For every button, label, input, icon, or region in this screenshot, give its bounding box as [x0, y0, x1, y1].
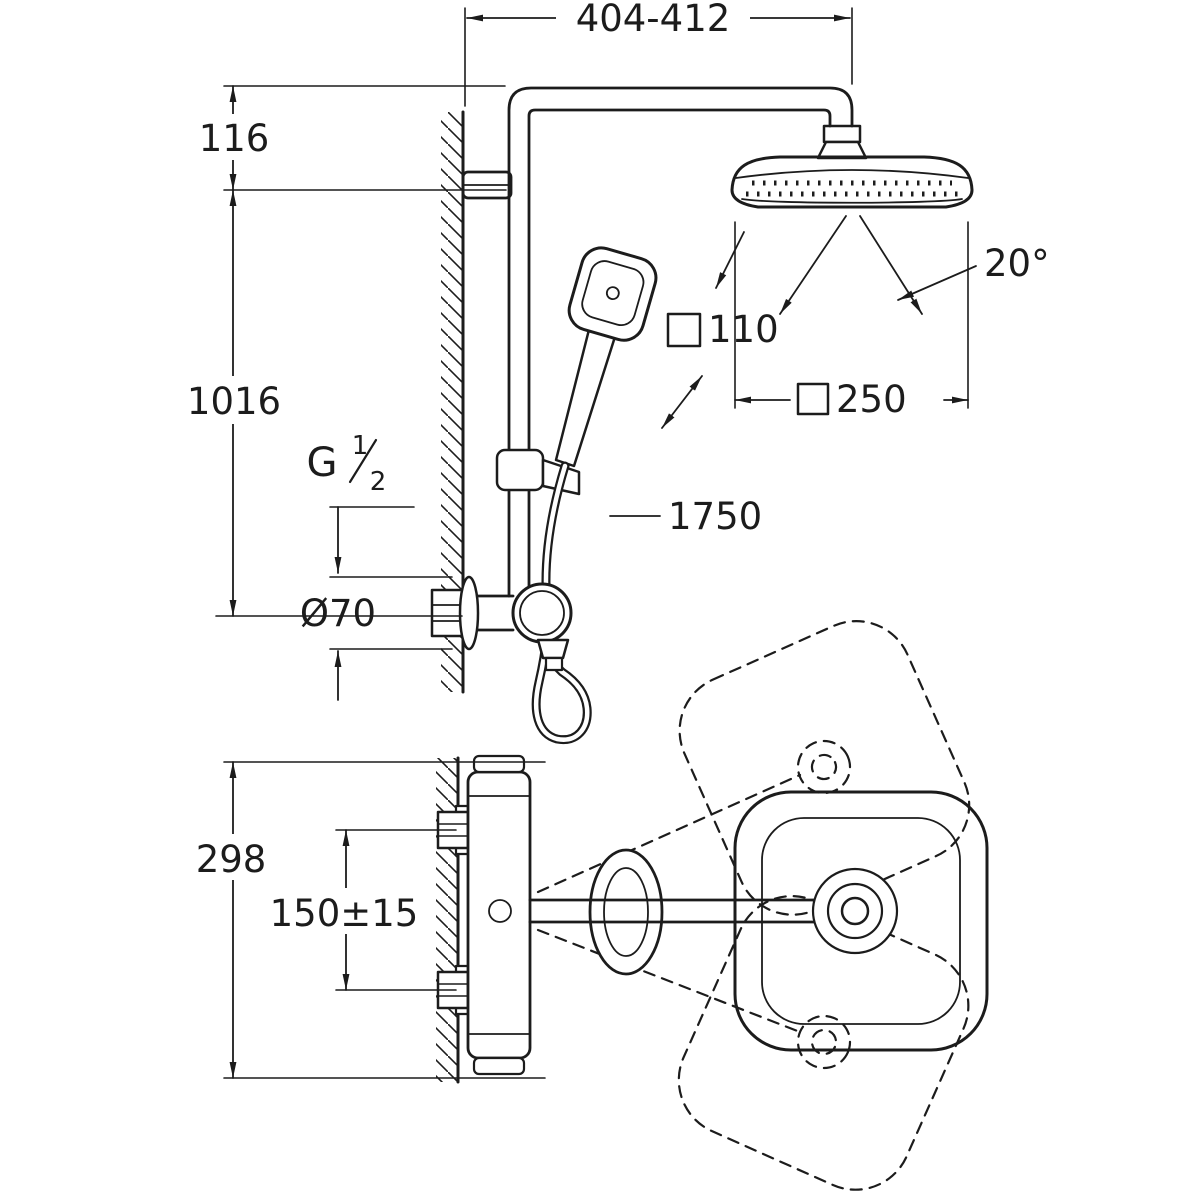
dim-depth-total-label: 298	[196, 838, 267, 881]
dimension-annotations: 404-412 116 1016 G 1 2	[187, 0, 1050, 1079]
dim-offset-116-label: 116	[199, 117, 270, 160]
dim-spray-angle: 20°	[897, 242, 1050, 301]
dim-hose-length-label: 1750	[668, 495, 762, 538]
mixer-handle	[472, 1056, 526, 1076]
elevation-view	[430, 86, 974, 745]
dim-head-shower-size: 250	[734, 221, 969, 421]
dim-top-width: 404-412	[464, 0, 853, 107]
dim-hand-shower-size: 110	[661, 231, 779, 429]
head-shower-connector	[816, 124, 868, 160]
head-shower-elevation	[730, 155, 974, 209]
riser-pipe-section	[488, 899, 512, 923]
dim-depth-total: 298	[196, 761, 546, 1079]
dim-rail-height: 1016	[187, 189, 463, 617]
shower-arm-plan	[528, 898, 858, 924]
dim-hand-shower-size-label: 110	[708, 308, 779, 351]
shower-rail-pipe	[507, 86, 854, 598]
thread-numerator-label: 1	[352, 431, 369, 461]
dim-rail-height-label: 1016	[187, 380, 281, 423]
wall-plan	[436, 756, 460, 1084]
dim-hose-length: 1750	[609, 495, 762, 538]
dim-thread-g12: G 1 2	[307, 431, 415, 574]
dim-offset-116: 116	[199, 85, 507, 191]
dim-head-shower-size-label: 250	[836, 378, 907, 421]
dim-spray-angle-label: 20°	[984, 242, 1050, 285]
hand-shower-plan	[588, 848, 664, 976]
wall-escutcheon	[458, 575, 480, 651]
thread-g-label: G	[307, 440, 338, 486]
shower-hose	[531, 461, 592, 745]
thermostat-mixer-elevation	[430, 575, 573, 672]
hand-shower-elevation	[554, 246, 658, 468]
thermostat-knob	[511, 582, 573, 644]
square-symbol-icon	[666, 312, 702, 348]
thread-denominator-label: 2	[370, 467, 387, 497]
plan-view	[436, 620, 989, 1191]
hose-outlet	[536, 638, 570, 660]
dim-escutcheon-label: Ø70	[300, 592, 376, 635]
dim-escutcheon: Ø70	[300, 576, 453, 701]
dim-top-width-label: 404-412	[576, 0, 731, 40]
wall-bracket	[461, 170, 513, 200]
dim-arm-adjust: 150±15	[264, 829, 457, 991]
ball-joint-plan	[811, 867, 899, 955]
mixer-handle	[472, 754, 526, 774]
square-symbol-icon	[796, 382, 830, 416]
dim-arm-adjust-label: 150±15	[270, 892, 419, 935]
